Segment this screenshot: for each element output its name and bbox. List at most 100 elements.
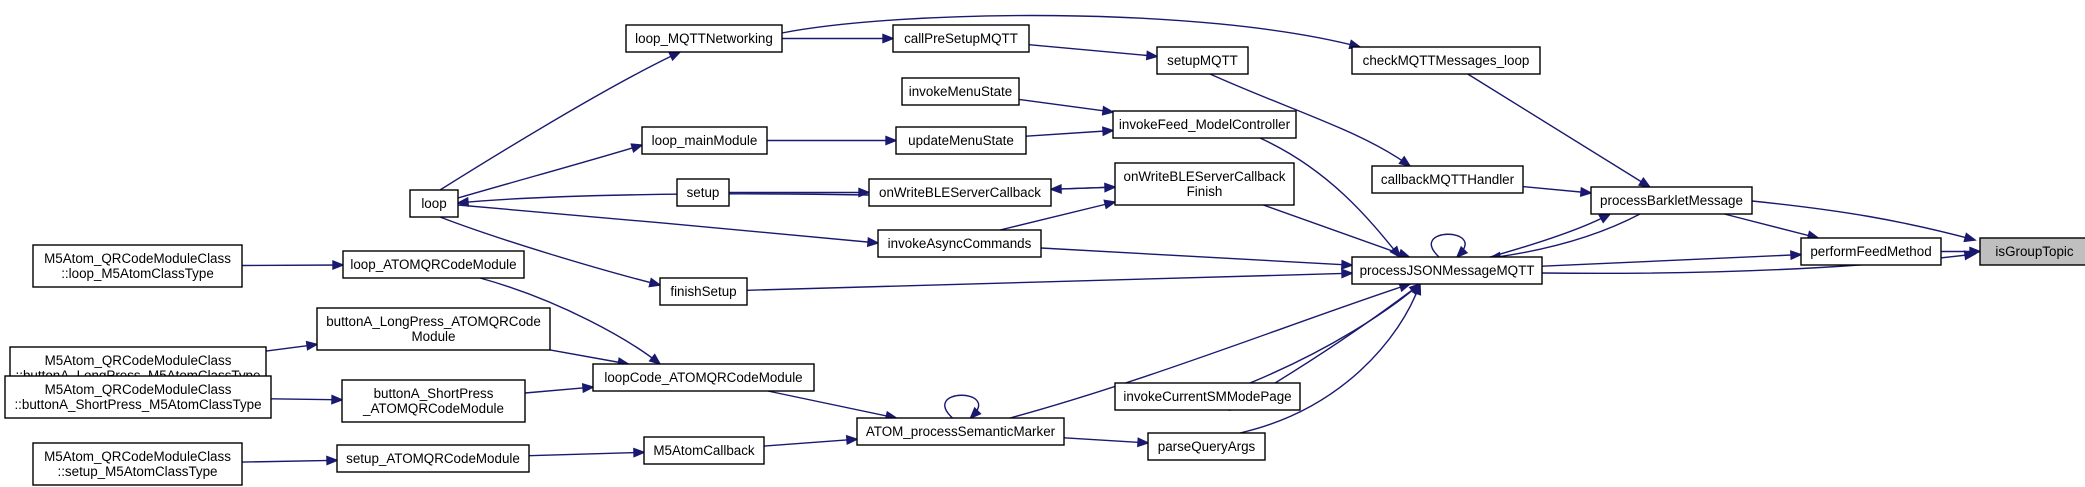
node-label: finishSetup <box>670 284 736 299</box>
edge-M5AtomCallback-to-ATOM_processSemanticMarker <box>763 434 859 447</box>
edge-loop-to-finishSetup <box>439 216 662 288</box>
node-label: M5AtomCallback <box>653 443 755 458</box>
node-isGroupTopic[interactable]: isGroupTopic <box>1979 237 2085 266</box>
edge-M5_loop_M5AtomClassType-to-loop_ATOMQRCodeModule <box>241 259 345 271</box>
node-M5AtomCallback[interactable]: M5AtomCallback <box>643 436 765 465</box>
node-label: onWriteBLEServerCallback <box>1124 169 1286 184</box>
node-loop[interactable]: loop <box>409 189 459 218</box>
edge-finishSetup-to-processJSONMessageMQTT <box>746 268 1354 291</box>
node-callbackMQTTHandler[interactable]: callbackMQTTHandler <box>1371 165 1524 194</box>
node-label: buttonA_LongPress_ATOMQRCode <box>326 314 541 329</box>
node-label: processJSONMessageMQTT <box>1360 263 1535 278</box>
edge-ATOM_processSemanticMarker-to-ATOM_processSemanticMarker <box>944 394 982 420</box>
node-performFeedMethod[interactable]: performFeedMethod <box>1800 237 1942 266</box>
edge-loopCode_ATOMQRCodeModule-to-ATOM_processSemanticMarker <box>767 390 899 421</box>
node-checkMQTTMessages_loop[interactable]: checkMQTTMessages_loop <box>1351 46 1541 75</box>
node-label: onWriteBLEServerCallback <box>879 185 1041 200</box>
node-processBarkletMessage[interactable]: processBarkletMessage <box>1590 186 1753 215</box>
node-label: callPreSetupMQTT <box>904 31 1018 46</box>
node-label: ::setup_M5AtomClassType <box>57 464 217 479</box>
node-loop_MQTTNetworking[interactable]: loop_MQTTNetworking <box>625 24 783 53</box>
node-label: M5Atom_QRCodeModuleClass <box>44 251 231 266</box>
edge-processJSONMessageMQTT-to-processJSONMessageMQTT <box>1430 233 1469 259</box>
edge-ATOM_processSemanticMarker-to-parseQueryArgs <box>1063 437 1150 448</box>
node-processJSONMessageMQTT[interactable]: processJSONMessageMQTT <box>1351 256 1543 285</box>
node-label: invokeAsyncCommands <box>888 236 1032 251</box>
edge-loop_MQTTNetworking-to-checkMQTTMessages_loop <box>781 14 1362 50</box>
node-label: M5Atom_QRCodeModuleClass <box>45 353 232 368</box>
node-label: Module <box>412 329 456 344</box>
node-label: loop_ATOMQRCodeModule <box>350 257 516 272</box>
node-label: loopCode_ATOMQRCodeModule <box>604 370 802 385</box>
node-onWriteBLEServerCallback[interactable]: onWriteBLEServerCallback <box>868 178 1052 207</box>
node-label: invokeMenuState <box>909 84 1012 99</box>
node-label: performFeedMethod <box>1810 244 1931 259</box>
edge-loop-to-loop_MQTTNetworking <box>439 51 682 191</box>
node-label: M5Atom_QRCodeModuleClass <box>44 449 231 464</box>
node-label: _ATOMQRCodeModule <box>362 401 504 416</box>
edge-processBarkletMessage-to-isGroupTopic <box>1751 200 1977 243</box>
edge-onWriteBLEServerCallbackFinish-to-processJSONMessageMQTT <box>1263 204 1411 259</box>
node-label: loop <box>421 196 446 211</box>
node-callPreSetupMQTT[interactable]: callPreSetupMQTT <box>892 24 1030 53</box>
node-label: ATOM_processSemanticMarker <box>866 424 1056 439</box>
node-buttonA_LongPress_ATOMQRCodeModule[interactable]: buttonA_LongPress_ATOMQRCodeModule <box>316 307 551 351</box>
node-label: processBarkletMessage <box>1600 193 1743 208</box>
edge-invokeAsyncCommands-to-processJSONMessageMQTT <box>1040 247 1354 270</box>
node-label: ::buttonA_ShortPress_M5AtomClassType <box>14 397 261 412</box>
node-invokeMenuState[interactable]: invokeMenuState <box>901 77 1020 106</box>
edge-M5_setup_M5AtomClassType-to-setup_ATOMQRCodeModule <box>241 455 339 466</box>
node-loop_mainModule[interactable]: loop_mainModule <box>641 126 768 155</box>
edge-loop_MQTTNetworking-to-callPreSetupMQTT <box>782 33 895 44</box>
edge-invokeAsyncCommands-to-onWriteBLEServerCallbackFinish <box>999 199 1117 231</box>
node-label: M5Atom_QRCodeModuleClass <box>45 382 232 397</box>
edge-M5_buttonA_LongPress_M5AtomClassType-to-buttonA_LongPress_ATOMQRCodeModule <box>265 340 319 352</box>
node-invokeAsyncCommands[interactable]: invokeAsyncCommands <box>877 229 1042 258</box>
node-setupMQTT[interactable]: setupMQTT <box>1156 46 1249 75</box>
edge-processJSONMessageMQTT-to-performFeedMethod <box>1541 250 1803 267</box>
edge-onWriteBLEServerCallback-to-loop <box>456 193 870 207</box>
node-label: invokeCurrentSMModePage <box>1123 389 1291 404</box>
node-setup_ATOMQRCodeModule[interactable]: setup_ATOMQRCodeModule <box>336 444 530 473</box>
edge-checkMQTTMessages_loop-to-processBarkletMessage <box>1467 73 1652 188</box>
edge-updateMenuState-to-invokeFeed_ModelController <box>1025 126 1115 137</box>
node-invokeFeed_ModelController[interactable]: invokeFeed_ModelController <box>1112 110 1297 139</box>
node-label: setup_ATOMQRCodeModule <box>346 451 520 466</box>
edge-parseQueryArgs-to-processJSONMessageMQTT <box>1239 282 1422 434</box>
edge-setupMQTT-to-callbackMQTTHandler <box>1209 73 1412 168</box>
node-setup[interactable]: setup <box>676 178 730 207</box>
node-label: isGroupTopic <box>1995 244 2073 259</box>
node-M5_setup_M5AtomClassType[interactable]: M5Atom_QRCodeModuleClass::setup_M5AtomCl… <box>32 442 243 486</box>
node-M5_loop_M5AtomClassType[interactable]: M5Atom_QRCodeModuleClass::loop_M5AtomCla… <box>32 244 243 288</box>
node-updateMenuState[interactable]: updateMenuState <box>895 126 1027 155</box>
node-label: parseQueryArgs <box>1158 439 1256 454</box>
node-M5_buttonA_ShortPress_M5AtomClassType[interactable]: M5Atom_QRCodeModuleClass::buttonA_ShortP… <box>4 375 272 419</box>
node-buttonA_ShortPress_ATOMQRCodeModule[interactable]: buttonA_ShortPress_ATOMQRCodeModule <box>341 379 526 423</box>
node-label: loop_MQTTNetworking <box>635 31 773 46</box>
edge-setup_ATOMQRCodeModule-to-M5AtomCallback <box>528 447 646 458</box>
node-invokeCurrentSMModePage[interactable]: invokeCurrentSMModePage <box>1114 382 1301 411</box>
edge-loop-to-invokeAsyncCommands <box>457 204 880 248</box>
edge-loop_ATOMQRCodeModule-to-loopCode_ATOMQRCodeModule <box>479 277 662 366</box>
node-label: setup <box>687 185 720 200</box>
edge-callPreSetupMQTT-to-setupMQTT <box>1028 44 1159 61</box>
edge-M5_buttonA_ShortPress_M5AtomClassType-to-buttonA_ShortPress_ATOMQRCodeModule <box>270 394 344 405</box>
edge-invokeMenuState-to-invokeFeed_ModelController <box>1018 98 1115 116</box>
node-loopCode_ATOMQRCodeModule[interactable]: loopCode_ATOMQRCodeModule <box>592 363 815 392</box>
call-edges <box>241 14 1982 466</box>
node-label: invokeFeed_ModelController <box>1119 117 1291 132</box>
node-label: loop_mainModule <box>652 133 758 148</box>
function-nodes: isGroupTopic performFeedMethod processBark… <box>4 24 2085 486</box>
edge-processJSONMessageMQTT-to-processBarkletMessage <box>1489 213 1612 258</box>
edge-processBarkletMessage-to-processJSONMessageMQTT <box>1488 213 1641 262</box>
node-loop_ATOMQRCodeModule[interactable]: loop_ATOMQRCodeModule <box>342 250 525 279</box>
node-ATOM_processSemanticMarker[interactable]: ATOM_processSemanticMarker <box>856 417 1065 446</box>
node-label: Finish <box>1187 184 1223 199</box>
node-finishSetup[interactable]: finishSetup <box>659 277 748 306</box>
node-parseQueryArgs[interactable]: parseQueryArgs <box>1147 432 1266 461</box>
node-label: callbackMQTTHandler <box>1381 172 1515 187</box>
node-label: checkMQTTMessages_loop <box>1363 53 1530 68</box>
edge-processBarkletMessage-to-performFeedMethod <box>1724 213 1821 241</box>
